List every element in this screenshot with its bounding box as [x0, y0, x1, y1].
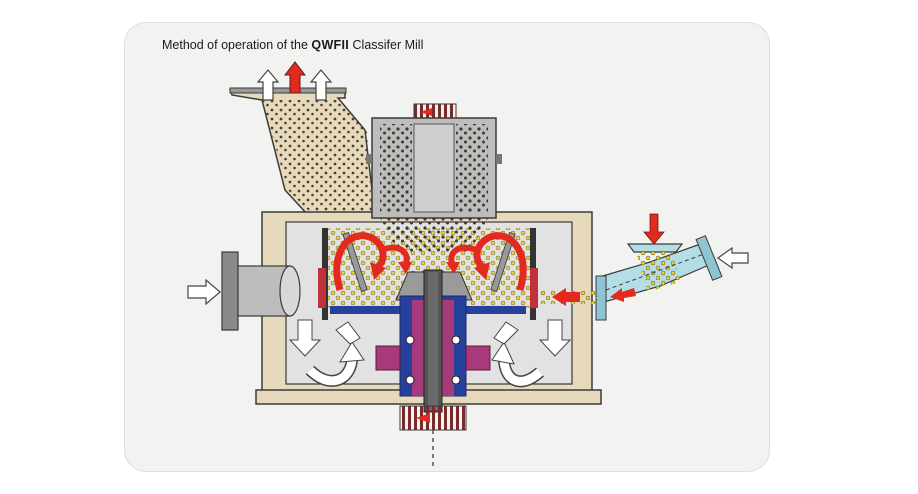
- air-out-arrow-right: [309, 69, 333, 101]
- feed-inlet-pipe: [540, 213, 749, 321]
- air-in-arrow-feed: [716, 246, 749, 270]
- top-drive-coupling: [413, 103, 457, 119]
- main-shaft-assembly: [375, 269, 491, 413]
- title-brand: QWFII: [311, 38, 350, 52]
- outlet-arrows: [256, 61, 333, 101]
- grinding-chamber: [318, 218, 538, 320]
- feed-in-arrow: [643, 213, 665, 245]
- diagram-title: Method of operation of the QWFII Classif…: [162, 38, 423, 52]
- title-suffix: Classifer Mill: [352, 38, 424, 52]
- flow-swirl-arrow-mid-left: [380, 244, 410, 265]
- air-in-arrow: [187, 278, 221, 306]
- air-inlet-left: [187, 251, 301, 331]
- product-flow-arrows: [333, 232, 527, 292]
- air-out-arrow-left: [256, 69, 280, 101]
- flow-swirl-arrow-left: [333, 232, 387, 292]
- bottom-drive-coupling: [399, 405, 467, 470]
- classifier-housing: [366, 117, 502, 219]
- title-prefix: Method of operation of the: [162, 38, 308, 52]
- flow-swirl-arrow-mid-right: [448, 244, 478, 265]
- flow-swirl-arrow-right: [473, 232, 527, 292]
- internal-air-arrows: [288, 319, 572, 388]
- product-outlet-hopper: [228, 87, 376, 216]
- product-out-arrow: [283, 61, 307, 94]
